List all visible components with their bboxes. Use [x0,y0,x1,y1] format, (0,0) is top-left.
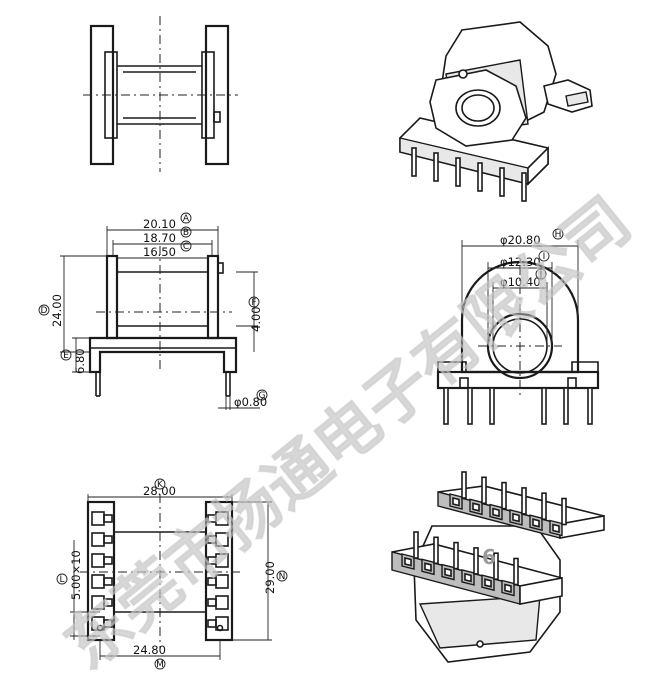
iso-pin [499,167,505,197]
dim-M-label: M [156,660,164,670]
iso-pin [473,547,479,575]
dim-E-label: E [63,351,69,361]
bottom-view: 28.00 K 5.00×10 L 24.80 M 29.00 N [56,478,288,670]
iso-pin [477,162,483,192]
side-view-pin [467,387,473,425]
iso-pin [521,172,527,202]
side-view: φ20.80 H φ12.30 I φ10.40 J [436,228,600,425]
front-view: 20.10 A 18.70 B 16.50 C 24.00 D 6.80 E 4… [38,212,268,410]
dim-A-value: 20.10 [143,217,176,231]
iso-pin [461,471,467,499]
iso-pin [433,152,439,182]
top-view [83,16,238,172]
iso-pin [411,147,417,177]
dim-M-value: 24.80 [133,643,166,657]
iso-pin [501,481,507,510]
dim-E-callout [60,349,72,361]
dim-K-callout [154,478,166,490]
dim-L-callout [56,573,68,585]
dim-L-label: L [59,575,64,585]
iso-pin [521,487,527,515]
dim-F-callout [248,296,260,308]
dim-K-label: K [157,480,164,490]
dim-G-callout [256,389,268,401]
dim-I-value: φ12.30 [500,255,541,269]
dim-C-value: 16.50 [143,245,176,259]
dim-I-callout [538,250,550,262]
iso-pin [433,536,439,565]
dim-B-callout [180,226,192,238]
bottom-view-pad [91,553,105,568]
dim-D-label: D [41,306,48,316]
dim-B-label: B [183,228,189,238]
dim-C-callout [180,240,192,252]
dim-C-label: C [183,242,189,252]
iso-pin [453,541,459,570]
dim-K-value: 28.00 [143,484,176,498]
dim-D-value: 24.00 [50,294,64,327]
iso-pin [493,552,499,581]
dim-L-value: 5.00×10 [69,550,83,600]
dim-J-value: φ10.40 [500,275,541,289]
dim-A-callout [180,212,192,224]
isometric-view-bottom [391,471,605,663]
dim-N-callout [276,570,288,582]
iso-pin [481,476,487,505]
dim-G-label: G [259,391,266,401]
side-view-pin [563,387,569,425]
dim-M-callout [154,658,166,670]
side-view-pin [541,387,547,425]
dim-H-label: H [555,230,562,240]
iso-pin [541,492,547,521]
dim-B-value: 18.70 [143,231,176,245]
bottom-view-pad [215,595,229,610]
page-number: 6 [482,545,496,569]
iso-pin [413,531,419,559]
dim-E-value: 6.80 [73,348,87,374]
dim-H-value: φ20.80 [500,233,541,247]
side-view-pin [443,387,449,425]
dim-A-label: A [183,214,190,224]
dim-J-label: J [539,270,543,280]
iso-pin [455,157,461,187]
dim-D-callout [38,304,50,316]
bottom-view-pad [91,532,105,547]
dim-F-value: 4.00 [249,306,263,332]
iso-pin [513,557,519,586]
isometric-view-top [399,21,593,202]
dim-N-value: 29.00 [263,561,277,594]
side-view-pin [587,387,593,425]
dim-J-callout [535,268,547,280]
side-view-pin [489,387,495,425]
iso-pin [561,497,567,526]
dim-I-label: I [543,252,546,262]
dim-N-label: N [279,572,286,582]
bottom-view-pad [91,511,105,526]
dim-F-label: F [251,298,256,308]
dim-H-callout [552,228,564,240]
